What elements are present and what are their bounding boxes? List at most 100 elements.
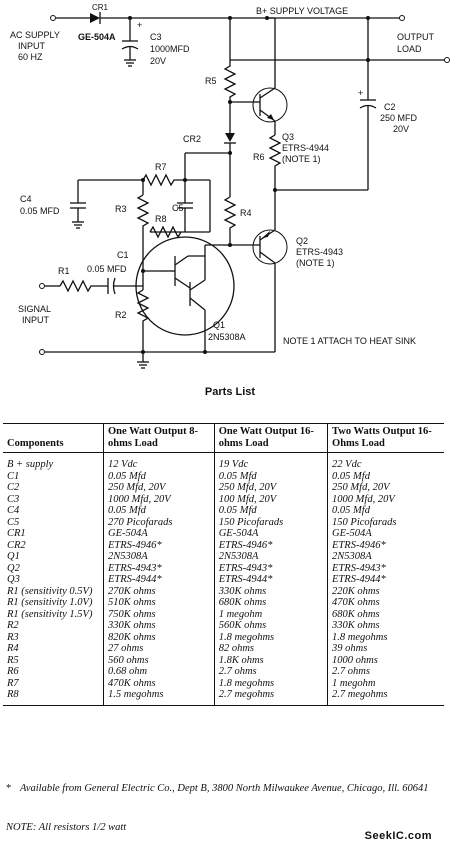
- value-cell: ETRS-4943*: [103, 562, 215, 574]
- r5-resistor: [223, 60, 237, 102]
- c2-plus-sign: +: [358, 88, 363, 98]
- value-cell: ETRS-4943*: [213, 562, 328, 574]
- q1-label: Q1 2N5308A: [208, 320, 246, 342]
- c4-label: C4 0.05 MFD: [20, 194, 60, 216]
- r7-label: R7: [155, 162, 167, 172]
- q3-transistor: [252, 18, 288, 123]
- component-cell: R2: [7, 620, 19, 631]
- svg-text:AC SUPPLY: AC SUPPLY: [10, 30, 60, 40]
- c3-capacitor: [121, 18, 139, 67]
- value-cell: 750K ohms: [103, 608, 215, 620]
- footnote-text: Available from General Electric Co., Dep…: [20, 783, 429, 794]
- parts-list-table: Components One Watt Output 8-ohms Load O…: [3, 423, 444, 706]
- value-cell: GE-504A: [327, 528, 444, 540]
- cr1-part-label: GE-504A: [78, 32, 116, 42]
- c1-capacitor: [107, 277, 143, 295]
- c3-plus-sign: +: [137, 20, 142, 30]
- value-cell: 1000 Mfd, 20V: [103, 493, 215, 505]
- value-cell: 0.05 Mfd: [327, 470, 444, 482]
- r3-label: R3: [115, 204, 127, 214]
- value-cell: ETRS-4946*: [213, 539, 328, 551]
- value-cell: 0.68 ohm: [103, 666, 215, 678]
- value-cell: 150 Picofarads: [213, 516, 328, 528]
- svg-text:ETRS-4943: ETRS-4943: [296, 247, 343, 257]
- signal-input-label: SIGNAL INPUT: [18, 304, 51, 325]
- svg-text:Q2: Q2: [296, 236, 308, 246]
- component-cell: Q2: [7, 562, 20, 574]
- output-terminal: [444, 57, 450, 63]
- value-cell: 560K ohms: [213, 620, 328, 632]
- value-cell: ETRS-4944*: [213, 574, 328, 586]
- value-cell: 510K ohms: [103, 597, 215, 609]
- svg-text:20V: 20V: [150, 56, 166, 66]
- component-cell: Q3: [7, 574, 20, 585]
- cr1-diode: [90, 12, 101, 24]
- svg-text:C1: C1: [117, 250, 129, 260]
- component-cell: R4: [7, 643, 19, 654]
- r4-label: R4: [240, 208, 252, 218]
- c5-capacitor: [177, 180, 193, 232]
- svg-text:250 MFD: 250 MFD: [380, 113, 418, 123]
- svg-text:OUTPUT: OUTPUT: [397, 32, 435, 42]
- value-cell: 27 ohms: [103, 643, 215, 655]
- svg-text:SIGNAL: SIGNAL: [18, 304, 51, 314]
- component-cell: CR1: [7, 528, 26, 539]
- c5-label: C5: [172, 203, 184, 213]
- cr2-label: CR2: [183, 134, 201, 144]
- value-cell: ETRS-4943*: [327, 562, 444, 574]
- component-cell: R5: [7, 654, 19, 666]
- component-cell: R7: [7, 677, 19, 689]
- svg-text:0.05 MFD: 0.05 MFD: [87, 264, 127, 274]
- component-cell: C4: [7, 505, 20, 516]
- ground-symbol: [137, 352, 149, 369]
- b-plus-terminal: [399, 15, 405, 21]
- value-cell: 330K ohms: [327, 620, 444, 632]
- component-cell: R3: [7, 631, 19, 643]
- q2-label: Q2 ETRS-4943 (NOTE 1): [296, 236, 343, 268]
- value-cell: 0.05 Mfd: [213, 505, 328, 517]
- value-cell: 680K ohms: [327, 608, 444, 620]
- value-cell: 330K ohms: [213, 585, 328, 597]
- value-cell: 560 ohms: [103, 654, 215, 666]
- r2-resistor: [136, 289, 150, 352]
- header-one-watt-8-ohm: One Watt Output 8-ohms Load: [103, 423, 215, 453]
- c3-label: C3 1000MFD 20V: [150, 32, 190, 66]
- cr1-label: CR1: [92, 3, 109, 12]
- r1-resistor: [59, 279, 108, 293]
- value-cell: 820K ohms: [103, 631, 215, 643]
- value-cell: 330K ohms: [103, 620, 215, 632]
- value-cell: ETRS-4946*: [327, 539, 444, 551]
- header-components: Components: [3, 423, 104, 453]
- svg-text:1000MFD: 1000MFD: [150, 44, 190, 54]
- amplifier-schematic: AC SUPPLY INPUT 60 HZ CR1 GE-504A B+ SUP…: [10, 3, 450, 369]
- value-cell: ETRS-4944*: [103, 574, 215, 586]
- component-cell: B + supply: [7, 459, 54, 470]
- value-cell: 1.8 megohms: [213, 677, 328, 689]
- value-cell: 2N5308A: [103, 551, 215, 563]
- value-cell: 250 Mfd, 20V: [213, 482, 328, 494]
- value-cell: 12 Vdc: [103, 452, 215, 471]
- value-cell: 2.7 ohms: [327, 666, 444, 678]
- value-cell: GE-504A: [213, 528, 328, 540]
- svg-text:60 HZ: 60 HZ: [18, 52, 43, 62]
- svg-text:0.05 MFD: 0.05 MFD: [20, 206, 60, 216]
- component-cell: R1 (sensitivity 0.5V): [7, 585, 93, 597]
- table-header-row: Components One Watt Output 8-ohms Load O…: [3, 423, 444, 453]
- value-cell: GE-504A: [103, 528, 215, 540]
- ac-supply-label: AC SUPPLY INPUT 60 HZ: [10, 30, 60, 62]
- svg-text:C2: C2: [384, 102, 396, 112]
